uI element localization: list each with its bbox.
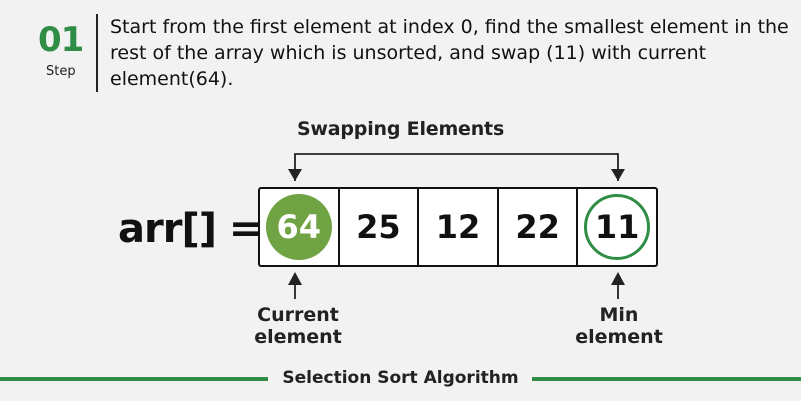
array-cell: 22 bbox=[496, 189, 577, 265]
swapping-elements-title: Swapping Elements bbox=[296, 118, 505, 140]
array-cell-current: 64 bbox=[260, 189, 338, 265]
array-box: 64 25 12 22 11 bbox=[258, 187, 658, 267]
swap-bracket-line bbox=[294, 153, 619, 181]
swap-arrow-right-icon bbox=[611, 169, 625, 181]
min-element-label: Min element bbox=[575, 304, 663, 348]
step-label: Step bbox=[46, 64, 76, 79]
current-arrow-up-icon bbox=[288, 272, 302, 285]
current-element-circle: 64 bbox=[265, 194, 332, 260]
footer-line-right bbox=[532, 377, 801, 381]
min-element-circle: 11 bbox=[584, 194, 651, 260]
swap-arrow-left-icon bbox=[288, 169, 302, 181]
step-number: 01 bbox=[38, 20, 84, 60]
min-arrow-up-icon bbox=[611, 272, 625, 285]
swap-bracket bbox=[294, 153, 619, 181]
array-cell: 25 bbox=[337, 189, 418, 265]
footer-title: Selection Sort Algorithm bbox=[282, 368, 519, 388]
step-description: Start from the first element at index 0,… bbox=[110, 16, 789, 90]
array-cell: 12 bbox=[417, 189, 497, 265]
array-cell-min: 11 bbox=[576, 189, 656, 265]
current-element-label: Current element bbox=[254, 304, 342, 348]
step-divider bbox=[96, 14, 98, 92]
footer-line-left bbox=[0, 377, 268, 381]
array-label: arr[] = bbox=[118, 206, 262, 252]
